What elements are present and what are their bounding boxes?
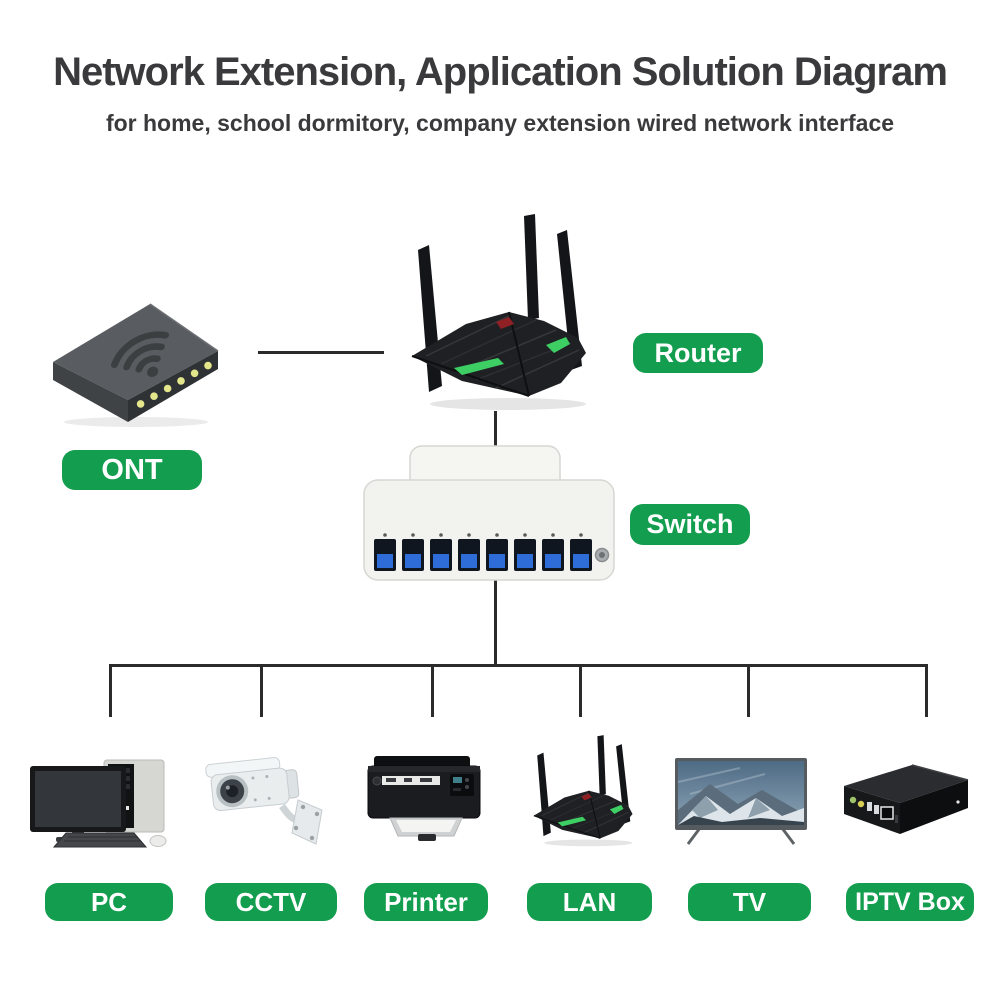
line-ont-router	[258, 351, 384, 354]
switch-front-ports	[374, 533, 610, 571]
ont-device-image	[48, 300, 223, 428]
switch-label: Switch	[630, 504, 750, 545]
printer-label: Printer	[364, 883, 488, 921]
drop-line-tv	[747, 664, 750, 717]
tv-device-image	[670, 752, 815, 847]
switch-device-image	[360, 444, 618, 582]
tv-label: TV	[688, 883, 811, 921]
line-switch-bus	[494, 577, 497, 665]
drop-line-iptv	[925, 664, 928, 717]
bus-line	[109, 664, 928, 667]
iptv-box-label: IPTV Box	[846, 883, 974, 921]
pc-label: PC	[45, 883, 173, 921]
router-label: Router	[633, 333, 763, 373]
router-device-image	[396, 198, 626, 413]
drop-line-cctv	[260, 664, 263, 717]
lan-label: LAN	[527, 883, 652, 921]
printer-device-image	[360, 750, 495, 845]
drop-line-pc	[109, 664, 112, 717]
ont-label: ONT	[62, 450, 202, 490]
drop-line-lan	[579, 664, 582, 717]
cctv-device-image	[198, 748, 338, 846]
page-title: Network Extension, Application Solution …	[53, 50, 948, 94]
drop-line-printer	[431, 664, 434, 717]
iptv-box-device-image	[826, 758, 976, 840]
line-router-switch	[494, 411, 497, 456]
iptv-ports	[849, 796, 898, 823]
lan-device-image	[524, 726, 656, 848]
pc-device-image	[26, 748, 184, 856]
ont-led-lights	[136, 361, 212, 408]
wifi-icon	[110, 331, 170, 377]
page-subtitle: for home, school dormitory, company exte…	[105, 110, 895, 136]
cctv-label: CCTV	[205, 883, 337, 921]
